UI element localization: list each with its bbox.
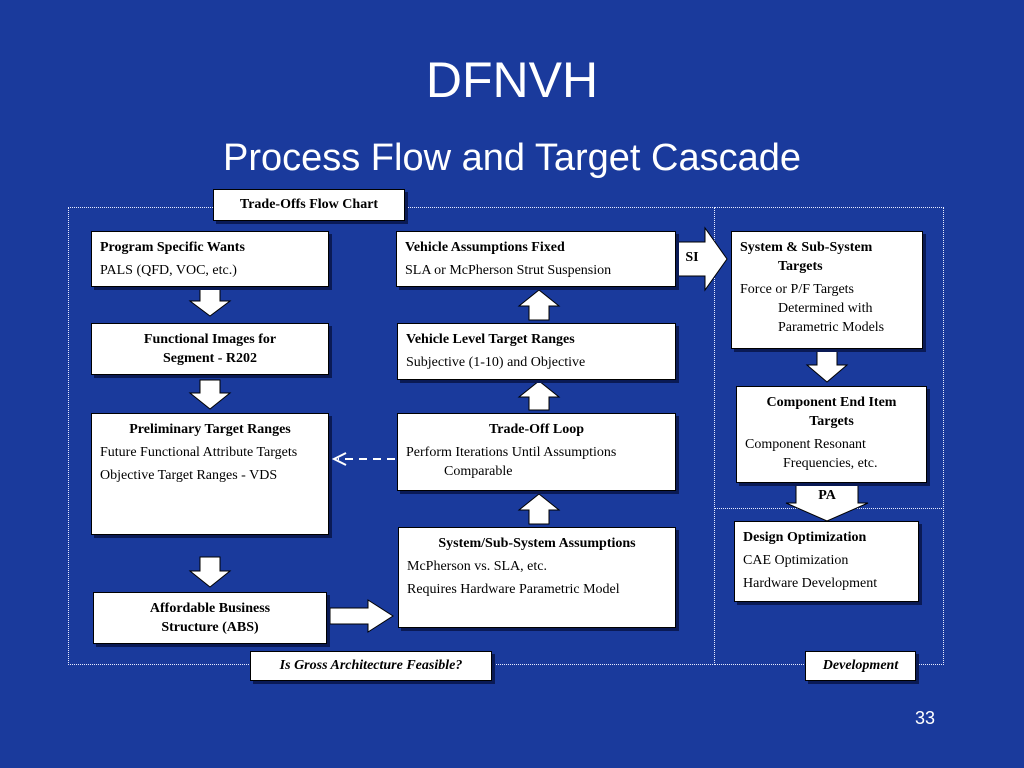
vehicle-assumptions-line-1: SLA or McPherson Strut Suspension: [405, 263, 612, 278]
vehicle-assumptions-box: Vehicle Assumptions Fixed SLA or McPhers…: [396, 231, 676, 287]
down-arrow-2: [188, 379, 232, 410]
up-arrow-3: [517, 493, 561, 525]
component-targets-heading: Component End Item Targets: [766, 395, 897, 429]
preliminary-ranges-line-1: Future Functional Attribute Targets: [100, 445, 298, 460]
pa-label: PA: [818, 488, 836, 503]
system-assumptions-line-2: Requires Hardware Parametric Model: [407, 582, 620, 597]
si-label: SI: [685, 250, 699, 265]
abs-heading: Affordable Business Structure (ABS): [149, 601, 271, 635]
up-arrow-1: [517, 289, 561, 321]
vehicle-level-ranges-line-1: Subjective (1-10) and Objective: [406, 355, 586, 370]
design-optimization-box: Design Optimization CAE Optimization Har…: [734, 521, 919, 602]
page-number: 33: [914, 708, 936, 728]
system-targets-heading: System & Sub-System Targets: [740, 240, 873, 274]
right-arrow-abs: [329, 599, 394, 633]
feasibility-label: Is Gross Architecture Feasible?: [250, 651, 492, 681]
slide-subtitle: Process Flow and Target Cascade: [222, 137, 802, 179]
up-arrow-2: [517, 380, 561, 411]
preliminary-ranges-box: Preliminary Target Ranges Future Functio…: [91, 413, 329, 535]
tradeoff-loop-box: Trade-Off Loop Perform Iterations Until …: [397, 413, 676, 491]
si-arrow: [676, 226, 728, 292]
program-wants-line-1: PALS (QFD, VOC, etc.): [100, 263, 237, 278]
down-arrow-1: [188, 288, 232, 317]
program-wants-heading: Program Specific Wants: [100, 240, 245, 255]
vehicle-level-ranges-box: Vehicle Level Target Ranges Subjective (…: [397, 323, 676, 380]
tradeoff-loop-heading: Trade-Off Loop: [488, 422, 584, 437]
system-assumptions-box: System/Sub-System Assumptions McPherson …: [398, 527, 676, 628]
flowchart-label: Trade-Offs Flow Chart: [213, 189, 405, 221]
component-targets-line-1: Component Resonant Frequencies, etc.: [745, 437, 878, 471]
system-targets-line-1: Force or P/F Targets Determined with Par…: [740, 282, 885, 335]
system-targets-box: System & Sub-System Targets Force or P/F…: [731, 231, 923, 349]
system-assumptions-heading: System/Sub-System Assumptions: [438, 536, 636, 551]
functional-images-box: Functional Images for Segment - R202: [91, 323, 329, 375]
slide-title: DFNVH: [425, 52, 599, 108]
down-arrow-3: [188, 556, 232, 588]
vehicle-assumptions-heading: Vehicle Assumptions Fixed: [405, 240, 565, 255]
program-wants-box: Program Specific Wants PALS (QFD, VOC, e…: [91, 231, 329, 287]
abs-box: Affordable Business Structure (ABS): [93, 592, 327, 644]
design-optimization-line-1: CAE Optimization: [743, 553, 849, 568]
design-optimization-line-2: Hardware Development: [743, 576, 878, 591]
preliminary-ranges-line-2: Objective Target Ranges - VDS: [100, 468, 278, 483]
development-label: Development: [805, 651, 916, 681]
vehicle-level-ranges-heading: Vehicle Level Target Ranges: [406, 332, 575, 347]
functional-images-heading: Functional Images for Segment - R202: [143, 332, 277, 366]
system-assumptions-line-1: McPherson vs. SLA, etc.: [407, 559, 547, 574]
design-optimization-heading: Design Optimization: [743, 530, 867, 545]
component-targets-box: Component End Item Targets Component Res…: [736, 386, 927, 483]
preliminary-ranges-heading: Preliminary Target Ranges: [129, 422, 291, 437]
pa-arrow: [785, 484, 869, 522]
dashed-feedback-head: [331, 452, 347, 466]
down-arrow-4: [805, 349, 849, 383]
tradeoff-loop-line-1: Perform Iterations Until Assumptions Com…: [406, 445, 617, 479]
